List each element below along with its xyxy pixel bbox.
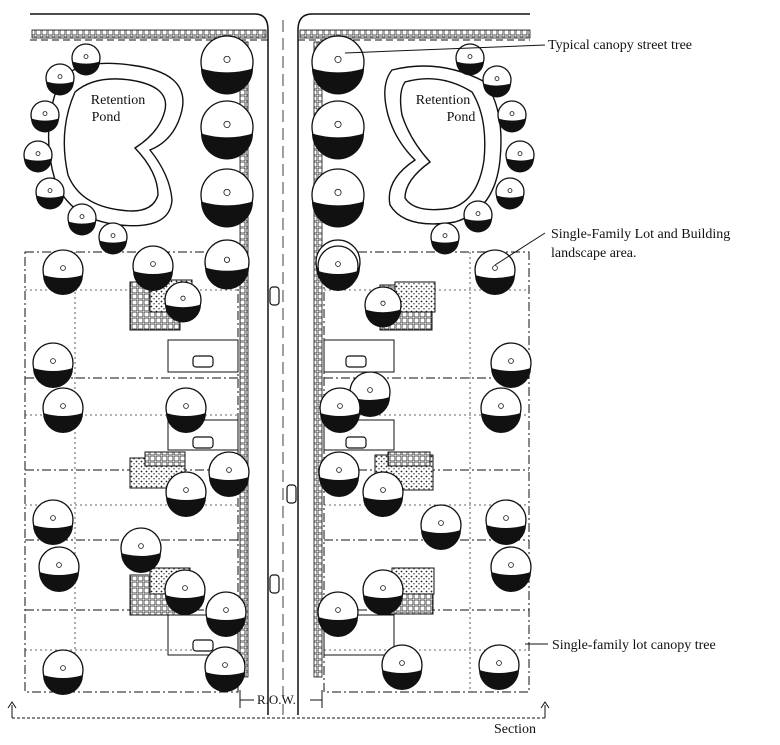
canopy-tree (164, 281, 202, 323)
canopy-tree (317, 591, 359, 637)
canopy-tree (204, 239, 250, 290)
canopy-tree (505, 140, 535, 173)
street (30, 13, 530, 715)
canopy-tree (120, 527, 162, 573)
canopy-tree (478, 644, 520, 690)
canopy-tree (455, 43, 485, 76)
canopy-tree (200, 35, 254, 95)
canopy-tree (317, 245, 359, 291)
canopy-tree (45, 63, 75, 96)
canopy-tree (98, 222, 128, 255)
canopy-tree (42, 249, 84, 295)
canopy-tree (208, 451, 250, 497)
leader-lines (344, 44, 548, 645)
canopy-tree (318, 451, 360, 497)
canopy-tree (482, 65, 512, 98)
canopy-tree (311, 100, 365, 160)
canopy-tree (364, 286, 402, 328)
pond-label-left-line2: Pond (91, 110, 121, 125)
canopy-tree (497, 100, 527, 133)
canopy-tree (164, 569, 206, 615)
canopy-tree (132, 245, 174, 291)
canopy-tree (495, 177, 525, 210)
label-section: Section (494, 722, 536, 737)
label-row: R.O.W. (257, 692, 296, 707)
row-dimension (239, 690, 323, 708)
canopy-tree (67, 203, 97, 236)
canopy-tree (71, 43, 101, 76)
canopy-tree (200, 100, 254, 160)
canopy-tree (42, 649, 84, 695)
section-line (7, 701, 550, 719)
canopy-tree (38, 546, 80, 592)
driveways (167, 339, 395, 656)
canopy-tree (205, 591, 247, 637)
sidewalk-right (313, 41, 323, 678)
canopy-tree (319, 387, 361, 433)
top-sidewalk-left (31, 29, 267, 39)
label-single-family-lot-tree: Single-family lot canopy tree (552, 638, 716, 653)
canopy-tree (381, 644, 423, 690)
canopy-tree (485, 499, 527, 545)
canopy-tree (32, 499, 74, 545)
canopy-tree (311, 168, 365, 228)
canopy-tree (430, 222, 460, 255)
canopy-tree (23, 140, 53, 173)
canopy-tree (490, 342, 532, 388)
canopy-tree (420, 504, 462, 550)
canopy-tree (474, 249, 516, 295)
setback-lines (25, 252, 529, 692)
pond-label-left-line1: Retention (90, 93, 146, 108)
canopy-tree (30, 100, 60, 133)
cars (192, 286, 367, 652)
canopy-tree (32, 342, 74, 388)
canopy-tree (490, 546, 532, 592)
retention-pond-right (384, 65, 502, 225)
label-landscape-area-line2: landscape area. (551, 246, 637, 261)
canopy-tree (463, 200, 493, 233)
canopy-trees (23, 35, 535, 695)
lot-lines (24, 251, 530, 693)
canopy-tree (165, 471, 207, 517)
canopy-tree (204, 646, 246, 692)
building-footprints (129, 279, 436, 616)
canopy-tree (480, 387, 522, 433)
pond-label-left: Retention Pond (78, 92, 158, 126)
pond-label-right-line1: Retention (415, 93, 471, 108)
canopy-tree (311, 35, 365, 95)
canopy-tree (165, 387, 207, 433)
canopy-tree (362, 471, 404, 517)
canopy-tree (35, 177, 65, 210)
label-landscape-area-line1: Single-Family Lot and Building (551, 227, 731, 242)
canopy-tree (42, 387, 84, 433)
pond-label-right: Retention Pond (402, 92, 492, 126)
label-typical-street-tree: Typical canopy street tree (548, 38, 693, 53)
top-sidewalk-right (299, 29, 531, 39)
pond-label-right-line2: Pond (446, 110, 476, 125)
canopy-tree (349, 371, 391, 417)
canopy-tree (200, 168, 254, 228)
canopy-tree (362, 569, 404, 615)
